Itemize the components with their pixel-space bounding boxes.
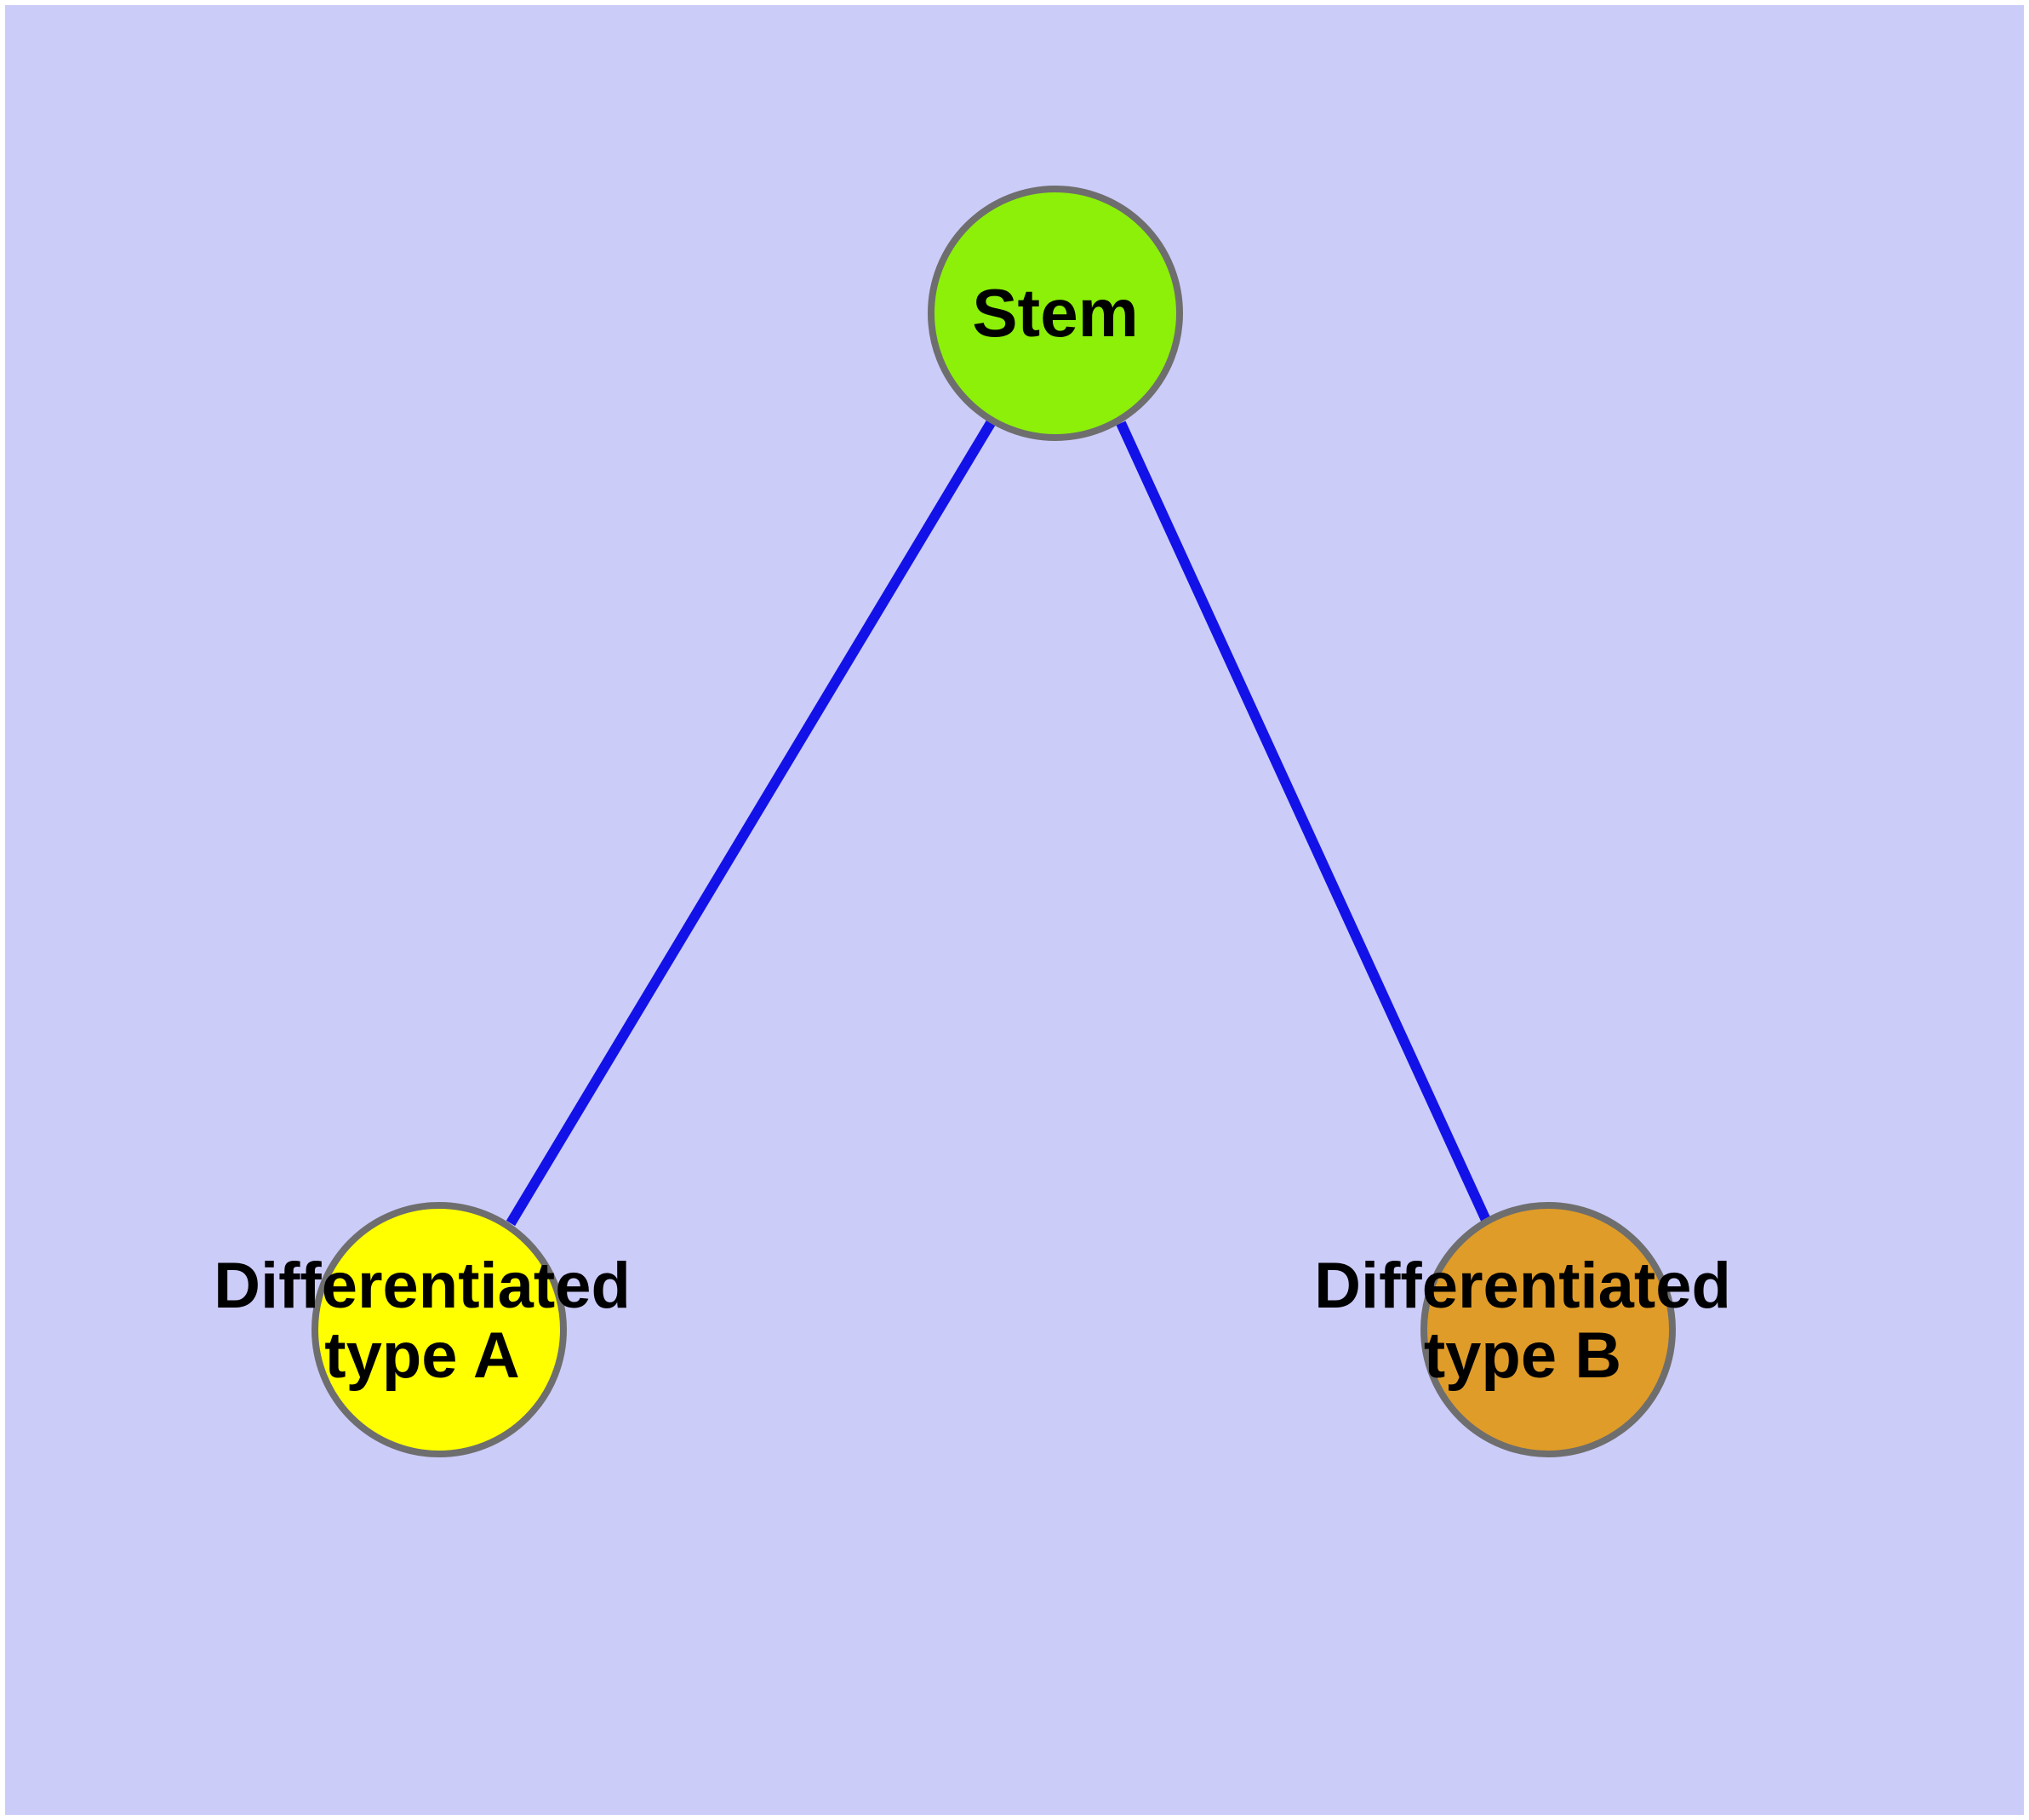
nodes-layer [311,186,1676,1457]
node-differentiated-type-b[interactable] [1420,1202,1676,1457]
edges-layer [506,420,1495,1230]
edge-stem-to-differentiated-type-b[interactable] [1116,421,1495,1230]
edge-stem-to-differentiated-type-a[interactable] [506,420,996,1227]
node-stem[interactable] [928,186,1183,441]
node-differentiated-type-a[interactable] [311,1202,567,1457]
